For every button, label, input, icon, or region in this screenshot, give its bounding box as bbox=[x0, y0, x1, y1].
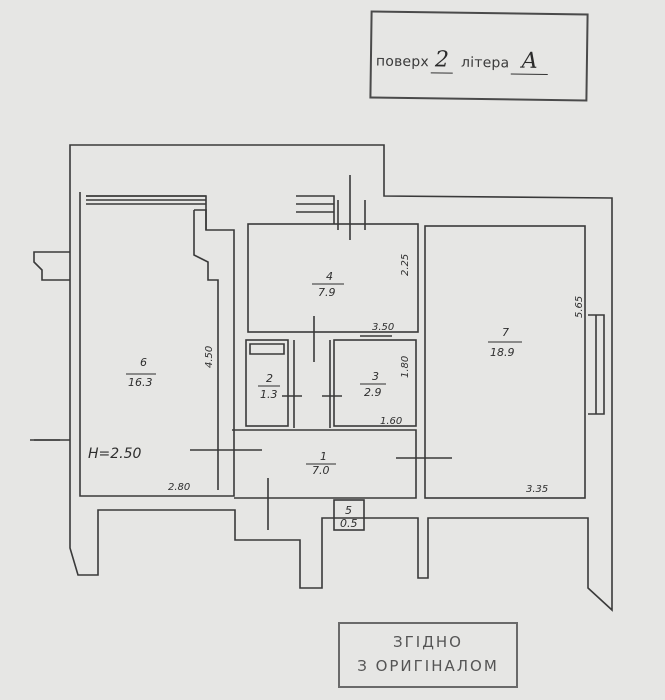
room-7-number: 7 bbox=[502, 326, 509, 339]
dim-room-7-width: 3.35 bbox=[526, 484, 548, 495]
outer-wall bbox=[69, 144, 613, 612]
approval-line-2: З ОРИГІНАЛОМ bbox=[357, 657, 499, 675]
dim-room-6-width: 2.80 bbox=[168, 482, 190, 493]
window-room-4 bbox=[296, 195, 335, 224]
window-room-6 bbox=[86, 195, 206, 205]
approval-stamp: ЗГІДНО З ОРИГІНАЛОМ bbox=[338, 622, 518, 688]
dim-room-4-height: 2.25 bbox=[400, 254, 411, 276]
room-6-number: 6 bbox=[140, 356, 147, 369]
room-1-area: 7.0 bbox=[312, 464, 330, 477]
room-4-number: 4 bbox=[326, 270, 333, 283]
dim-room-3-height: 1.80 bbox=[400, 356, 411, 378]
ceiling-height: H=2.50 bbox=[88, 446, 142, 462]
room-1-number: 1 bbox=[320, 450, 327, 463]
left-wall-niche bbox=[33, 251, 70, 281]
room-6-area: 16.3 bbox=[128, 376, 153, 389]
window-room-7 bbox=[588, 314, 605, 415]
room-3-area: 2.9 bbox=[364, 386, 382, 399]
room-5-outline bbox=[333, 499, 365, 531]
approval-line-1: ЗГІДНО bbox=[393, 633, 463, 651]
room-4-area: 7.9 bbox=[318, 286, 336, 299]
dim-room-3-width: 1.60 bbox=[380, 416, 402, 427]
dim-room-6-height: 4.50 bbox=[204, 346, 215, 368]
room-7-area: 18.9 bbox=[490, 346, 515, 359]
room-4-outline bbox=[247, 223, 419, 333]
room-3-outline bbox=[333, 339, 417, 427]
room-7-outline bbox=[424, 225, 586, 499]
room-2-number: 2 bbox=[266, 372, 273, 385]
room-6-wall bbox=[193, 209, 219, 490]
room-2-outline bbox=[245, 339, 289, 427]
room-3-number: 3 bbox=[372, 370, 379, 383]
room-2-area: 1.3 bbox=[260, 388, 278, 401]
room-5-number: 5 bbox=[345, 504, 352, 517]
door-marks bbox=[30, 175, 452, 530]
room-5-area: 0.5 bbox=[340, 517, 358, 530]
dim-room-7-height: 5.65 bbox=[574, 296, 585, 318]
dim-room-4-width: 3.50 bbox=[372, 322, 394, 333]
room-1-outline bbox=[232, 429, 417, 499]
